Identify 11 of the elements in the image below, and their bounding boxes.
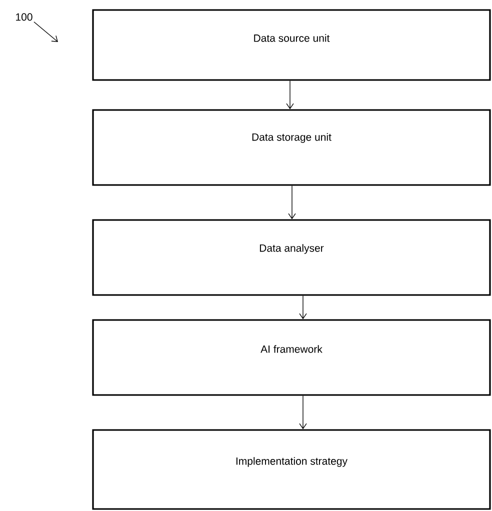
process-box: AI framework bbox=[92, 319, 491, 396]
process-box: Data storage unit bbox=[92, 109, 491, 186]
arrow bbox=[286, 80, 294, 110]
arrow bbox=[299, 395, 307, 430]
arrow bbox=[288, 185, 296, 220]
reference-numeral: 100 bbox=[16, 13, 32, 21]
process-box: Implementation strategy bbox=[92, 429, 491, 510]
arrow bbox=[299, 295, 307, 320]
leader-line bbox=[34, 22, 58, 42]
process-box: Data analyser bbox=[92, 219, 491, 296]
process-box: Data source unit bbox=[92, 9, 491, 81]
